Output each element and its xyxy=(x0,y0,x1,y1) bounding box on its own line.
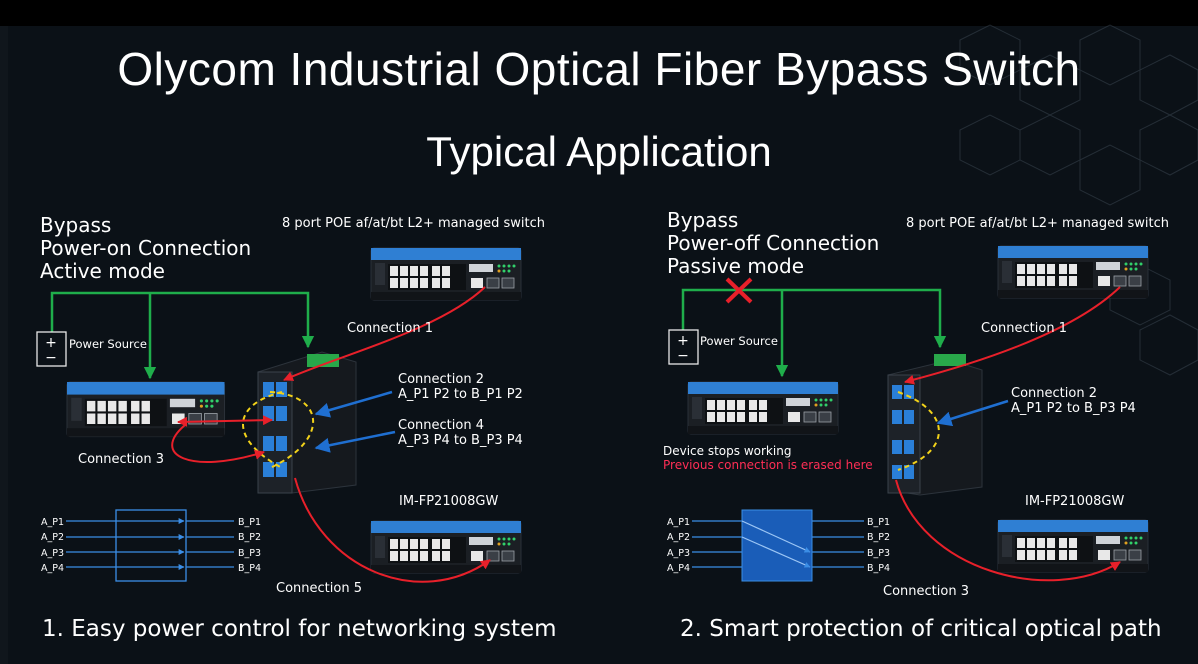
left-middle-managed-switch xyxy=(66,381,226,438)
left-connection2-detail: A_P1 P2 to B_P1 P2 xyxy=(398,387,523,402)
left-diagram: + − xyxy=(36,247,522,583)
right-port-b3: B_P3 xyxy=(867,547,891,559)
left-device-name: IM-FP21008GW xyxy=(399,494,499,509)
left-edge-bar xyxy=(0,26,8,664)
right-device-name: IM-FP21008GW xyxy=(1025,494,1125,509)
left-switch-label: 8 port POE af/at/bt L2+ managed switch xyxy=(282,216,545,231)
svg-text:−: − xyxy=(45,350,57,366)
left-power-source-icon xyxy=(36,331,67,367)
left-power-source-label: Power Source xyxy=(69,337,147,351)
right-connection1-cable xyxy=(904,286,1121,385)
right-port-schematic xyxy=(692,509,864,582)
right-bypass-device xyxy=(887,354,983,496)
left-port-a2: A_P2 xyxy=(41,532,65,544)
left-bypass-path-1 xyxy=(269,391,315,469)
right-ports-a: A_P1 A_P2 A_P3 A_P4 xyxy=(667,515,690,576)
left-port-a3: A_P3 xyxy=(41,547,65,559)
left-footer-caption: 1. Easy power control for networking sys… xyxy=(42,616,557,642)
left-connection2-title: Connection 2 xyxy=(398,372,484,387)
right-connection2-label: Connection 2 A_P1 P2 to B_P3 P4 xyxy=(1011,386,1136,416)
right-power-source-label: Power Source xyxy=(700,334,778,348)
right-top-managed-switch xyxy=(997,245,1149,299)
right-connection2-arrow xyxy=(936,399,1009,427)
right-connection3-cable xyxy=(895,479,1121,582)
right-port-a1: A_P1 xyxy=(667,517,691,528)
right-port-a3: A_P3 xyxy=(667,547,691,559)
right-device-stops-label: Device stops working xyxy=(663,444,792,458)
page-title: Olycom Industrial Optical Fiber Bypass S… xyxy=(117,43,1081,95)
left-mode-line2: Power-on Connection xyxy=(40,236,252,260)
left-connection2-arrow xyxy=(314,390,393,418)
left-ports-a: A_P1 A_P2 A_P3 A_P4 xyxy=(41,515,64,576)
right-switch-label: 8 port POE af/at/bt L2+ managed switch xyxy=(906,216,1169,231)
right-port-b4: B_P4 xyxy=(867,562,891,574)
left-mode-line3: Active mode xyxy=(40,259,165,283)
left-mode-line1: Bypass xyxy=(40,213,112,237)
right-power-source-icon xyxy=(668,329,699,365)
right-diagram: + − xyxy=(668,245,1149,582)
left-bypass-device xyxy=(257,351,357,494)
top-bar xyxy=(0,0,1198,26)
svg-text:+: + xyxy=(45,335,57,351)
left-port-b4: B_P4 xyxy=(238,562,262,574)
left-connection4-detail: A_P3 P4 to B_P3 P4 xyxy=(398,433,523,448)
power-cut-x-icon xyxy=(725,277,753,304)
left-ports-b: B_P1 B_P2 B_P3 B_P4 xyxy=(238,515,261,576)
left-connection3-label: Connection 3 xyxy=(78,452,164,467)
left-connection3-cable-a xyxy=(177,415,273,427)
right-bottom-managed-switch xyxy=(997,519,1149,573)
svg-text:+: + xyxy=(677,333,689,349)
svg-text:−: − xyxy=(677,348,689,364)
left-connection4-title: Connection 4 xyxy=(398,418,484,433)
right-mode-line2: Power-off Connection xyxy=(667,231,880,255)
left-connection1-cable xyxy=(283,286,486,381)
left-connection1-label: Connection 1 xyxy=(347,321,433,336)
right-erased-note: Previous connection is erased here xyxy=(663,458,873,472)
left-connection5-cable xyxy=(294,477,491,583)
right-ports-b: B_P1 B_P2 B_P3 B_P4 xyxy=(867,515,890,576)
left-bottom-managed-switch xyxy=(370,520,522,574)
right-connection2-detail: A_P1 P2 to B_P3 P4 xyxy=(1011,401,1136,416)
left-top-managed-switch xyxy=(370,247,522,301)
right-port-b2: B_P2 xyxy=(867,532,891,544)
left-port-b2: B_P2 xyxy=(238,532,262,544)
right-mode-line3: Passive mode xyxy=(667,254,805,278)
left-port-a4: A_P4 xyxy=(41,562,65,574)
hexagon-pattern-decoration xyxy=(959,24,1198,376)
left-port-b3: B_P3 xyxy=(238,547,262,559)
left-connection3-cable-b xyxy=(171,424,265,463)
right-power-line-main xyxy=(681,288,947,349)
left-connection5-label: Connection 5 xyxy=(276,581,362,596)
right-port-b1: B_P1 xyxy=(867,517,891,528)
right-port-a2: A_P2 xyxy=(667,532,691,544)
page-subtitle: Typical Application xyxy=(426,128,772,175)
left-port-schematic xyxy=(66,509,234,582)
left-connection4-arrow xyxy=(314,430,396,453)
right-mode-block: Bypass Power-off Connection Passive mode xyxy=(667,209,879,278)
right-port-a4: A_P4 xyxy=(667,562,691,574)
left-mode-block: Bypass Power-on Connection Active mode xyxy=(40,214,251,283)
right-connection1-label: Connection 1 xyxy=(981,321,1067,336)
left-port-a1: A_P1 xyxy=(41,517,65,528)
left-connection4-label: Connection 4 A_P3 P4 to B_P3 P4 xyxy=(398,418,523,448)
right-footer-caption: 2. Smart protection of critical optical … xyxy=(680,616,1162,642)
left-port-b1: B_P1 xyxy=(238,517,262,528)
left-connection2-label: Connection 2 A_P1 P2 to B_P1 P2 xyxy=(398,372,523,402)
right-mode-line1: Bypass xyxy=(667,208,739,232)
right-middle-managed-switch xyxy=(687,381,839,435)
left-power-line-main xyxy=(50,291,315,349)
right-connection2-title: Connection 2 xyxy=(1011,386,1097,401)
right-connection3-label: Connection 3 xyxy=(883,584,969,599)
right-bypass-path xyxy=(897,391,940,471)
